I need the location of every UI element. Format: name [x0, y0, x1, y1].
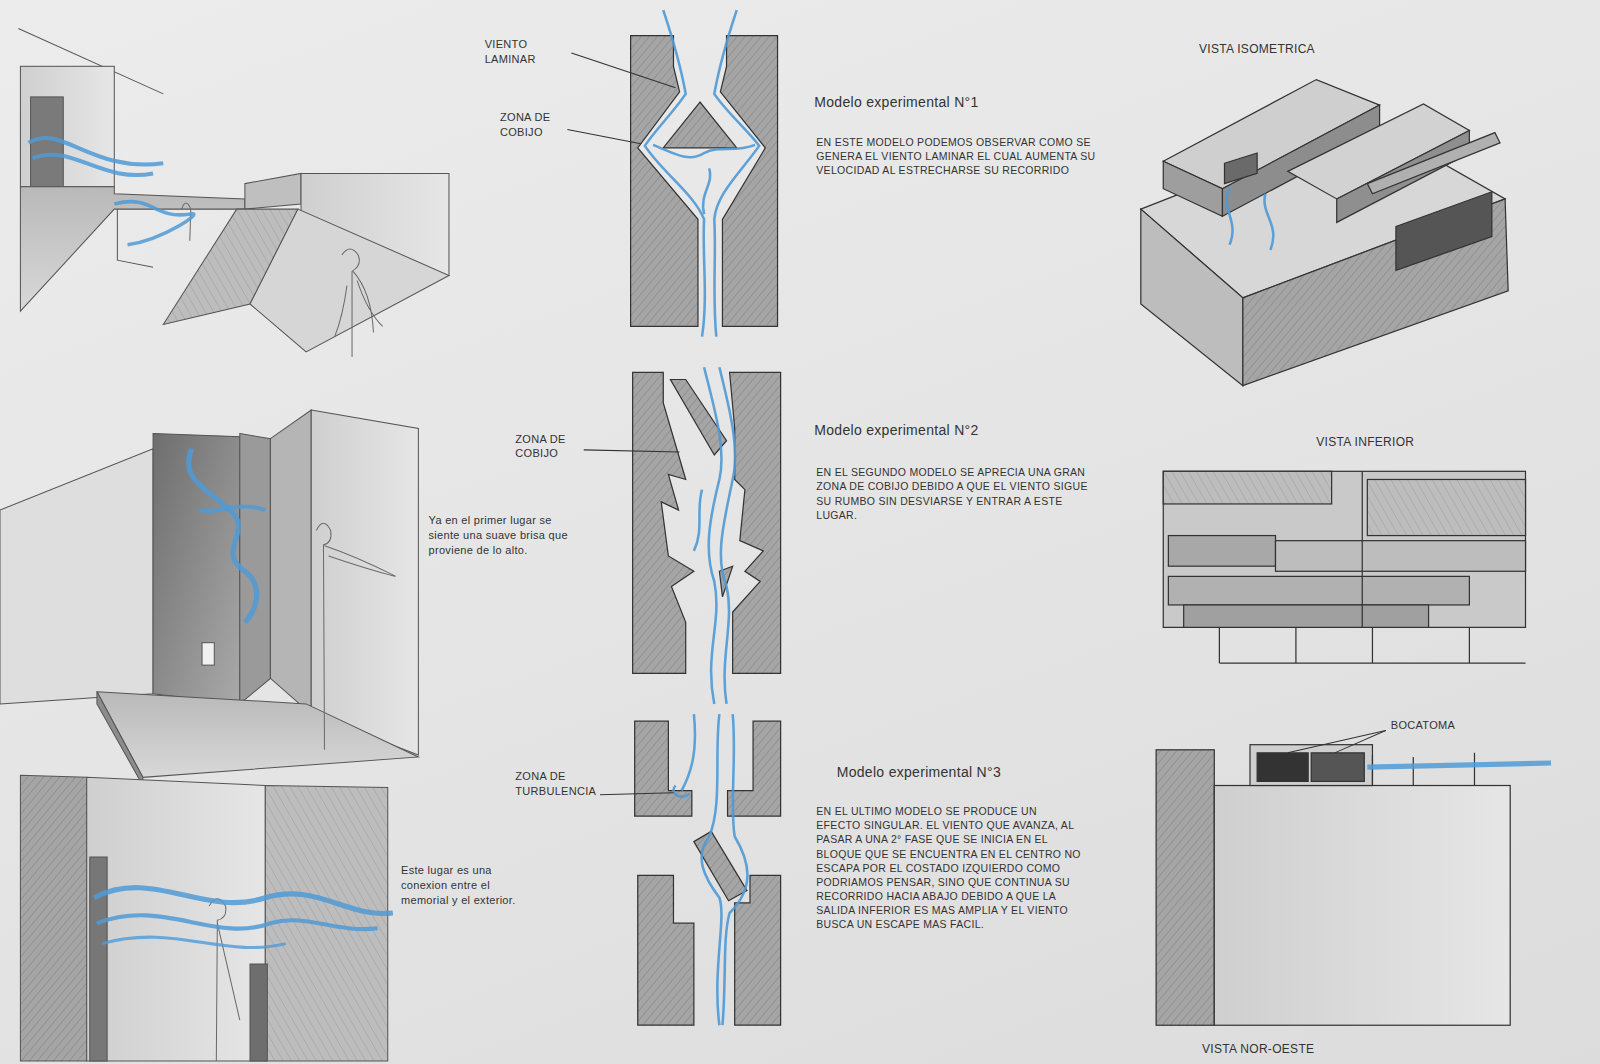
perspective-sketch-1 — [18, 29, 449, 357]
leader-label: ZONA DE COBIJO — [500, 110, 565, 140]
plan-model-3 — [600, 714, 781, 1025]
leader-label: ZONA DE COBIJO — [515, 432, 580, 462]
leader-label: BOCATOMA — [1391, 718, 1503, 733]
view-title: VISTA INFERIOR — [1316, 434, 1500, 450]
bottom-view — [1163, 471, 1525, 663]
view-title: VISTA ISOMETRICA — [1199, 41, 1403, 57]
model-description: EN EL SEGUNDO MODELO SE APRECIA UNA GRAN… — [816, 465, 1104, 522]
sketch-note: Este lugar es una conexion entre el memo… — [401, 863, 532, 908]
model-description: EN EL ULTIMO MODELO SE PRODUCE UN EFECTO… — [816, 804, 1083, 932]
north-west-view — [1156, 730, 1551, 1025]
leader-label: VIENTO LAMINAR — [485, 37, 558, 67]
view-title: VISTA NOR-OESTE — [1202, 1041, 1406, 1057]
model-description: EN ESTE MODELO PODEMOS OBSERVAR COMO SE … — [816, 135, 1100, 178]
model-heading: Modelo experimental N°2 — [814, 421, 1090, 440]
plan-model-2 — [584, 367, 781, 704]
perspective-sketch-3 — [20, 775, 392, 1061]
plan-model-1 — [567, 10, 777, 336]
perspective-sketch-2 — [0, 410, 418, 785]
leader-label: ZONA DE TURBULENCIA — [515, 769, 597, 799]
model-heading: Modelo experimental N°3 — [837, 763, 1113, 782]
model-heading: Modelo experimental N°1 — [814, 93, 1090, 112]
isometric-view — [1141, 80, 1508, 386]
sketch-note: Ya en el primer lugar se siente una suav… — [429, 513, 582, 558]
